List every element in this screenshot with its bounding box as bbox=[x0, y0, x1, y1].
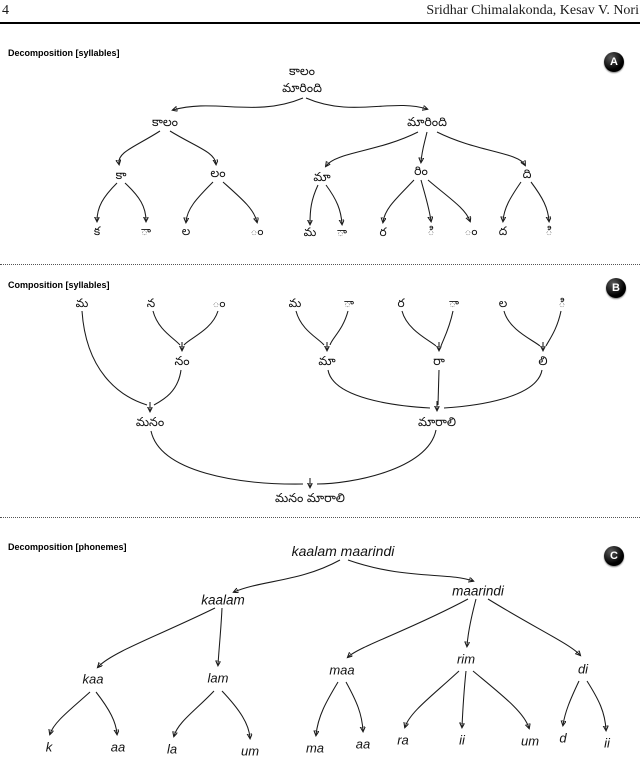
tree-node-a-l2-0: కాలం bbox=[151, 114, 179, 129]
tree-node-b-leaf-4: ◌ా bbox=[343, 296, 355, 310]
tree-node-c-l3-0: kaa bbox=[82, 671, 104, 687]
header-rule bbox=[0, 22, 640, 24]
tree-node-a-leaf-0: క bbox=[93, 224, 101, 238]
tree-node-b-leaf-1: న bbox=[146, 296, 156, 310]
tree-node-c-l3-3: rim bbox=[456, 651, 476, 667]
tree-node-b-l3-1: మారాలి bbox=[417, 414, 457, 429]
tree-node-b-l2-3: లి bbox=[538, 353, 548, 368]
tree-node-b-leaf-0: మ bbox=[75, 296, 89, 310]
tree-node-a-leaf-8: ◌ం bbox=[464, 224, 478, 238]
tree-node-a-leaf-4: మ bbox=[303, 225, 317, 239]
tree-node-b-leaf-7: ల bbox=[498, 296, 508, 310]
tree-node-a-leaf-3: ◌ం bbox=[250, 224, 264, 238]
tree-node-c-leaf-6: ra bbox=[397, 732, 409, 748]
panel-c-badge: C bbox=[604, 546, 624, 566]
panel-c-edges bbox=[50, 559, 606, 738]
panel-b-badge: B bbox=[606, 278, 626, 298]
tree-node-c-l2-1: maarindi bbox=[452, 583, 504, 599]
tree-node-b-leaf-8: ◌ి bbox=[558, 296, 566, 310]
tree-node-c-l3-4: di bbox=[577, 661, 589, 677]
tree-node-c-leaf-4: ma bbox=[305, 740, 325, 756]
running-head-authors: Sridhar Chimalakonda, Kesav V. Nori bbox=[426, 3, 639, 18]
tree-node-a-leaf-7: ◌ి bbox=[427, 224, 435, 238]
tree-node-a-leaf-2: ల bbox=[181, 224, 191, 238]
tree-node-a-root-line1: కాలం bbox=[288, 63, 316, 78]
tree-node-c-leaf-1: aa bbox=[110, 739, 126, 755]
page-number: 4 bbox=[2, 3, 9, 18]
tree-node-a-leaf-10: ◌ి bbox=[545, 224, 553, 238]
tree-node-a-l3-4: ది bbox=[522, 166, 532, 181]
tree-node-a-l3-1: లం bbox=[210, 165, 226, 180]
tree-node-c-leaf-3: um bbox=[240, 743, 260, 759]
tree-node-b-l2-2: రా bbox=[433, 353, 445, 368]
tree-node-b-l3-0: మనం bbox=[135, 414, 165, 429]
tree-node-a-l2-1: మారింది bbox=[407, 114, 447, 129]
tree-node-c-leaf-10: ii bbox=[604, 735, 610, 751]
tree-node-b-root: మనం మారాలి bbox=[275, 490, 345, 505]
tree-node-c-leaf-5: aa bbox=[355, 736, 371, 752]
panel-c-label: Decomposition [phonemes] bbox=[8, 542, 127, 552]
panel-b-edges bbox=[81, 310, 562, 487]
tree-node-a-l3-0: కా bbox=[115, 167, 127, 182]
tree-node-b-l2-0: నం bbox=[174, 353, 190, 368]
tree-node-c-leaf-0: k bbox=[45, 739, 53, 755]
tree-node-c-leaf-8: um bbox=[520, 733, 540, 749]
tree-node-c-leaf-7: ii bbox=[459, 732, 465, 748]
tree-node-a-leaf-9: ద bbox=[498, 224, 508, 238]
panel-a-label: Decomposition [syllables] bbox=[8, 48, 120, 58]
tree-node-a-root-line2: మారింది bbox=[282, 80, 322, 95]
tree-node-c-l3-2: maa bbox=[329, 662, 355, 678]
separator-a-b bbox=[0, 264, 640, 265]
tree-node-a-leaf-5: ◌ా bbox=[336, 225, 348, 239]
tree-node-b-leaf-5: ర bbox=[397, 296, 405, 310]
panel-b-label: Composition [syllables] bbox=[8, 280, 110, 290]
tree-node-a-leaf-6: ర bbox=[379, 225, 387, 239]
tree-node-c-leaf-9: d bbox=[559, 730, 567, 746]
tree-node-a-l3-2: మా bbox=[313, 169, 331, 184]
tree-node-c-l2-0: kaalam bbox=[201, 592, 245, 608]
tree-node-c-leaf-2: la bbox=[166, 741, 178, 757]
tree-node-c-l3-1: lam bbox=[207, 670, 229, 686]
tree-node-b-leaf-6: ◌ా bbox=[448, 296, 460, 310]
tree-node-a-l3-3: రిం bbox=[414, 163, 428, 178]
tree-node-b-leaf-2: ◌ం bbox=[212, 296, 226, 310]
tree-node-b-leaf-3: మ bbox=[288, 296, 302, 310]
tree-node-a-leaf-1: ◌ా bbox=[140, 224, 152, 238]
tree-node-c-root: kaalam maarindi bbox=[291, 543, 395, 559]
panel-a-badge: A bbox=[604, 52, 624, 72]
tree-node-b-l2-1: మా bbox=[318, 353, 336, 368]
separator-b-c bbox=[0, 517, 640, 518]
